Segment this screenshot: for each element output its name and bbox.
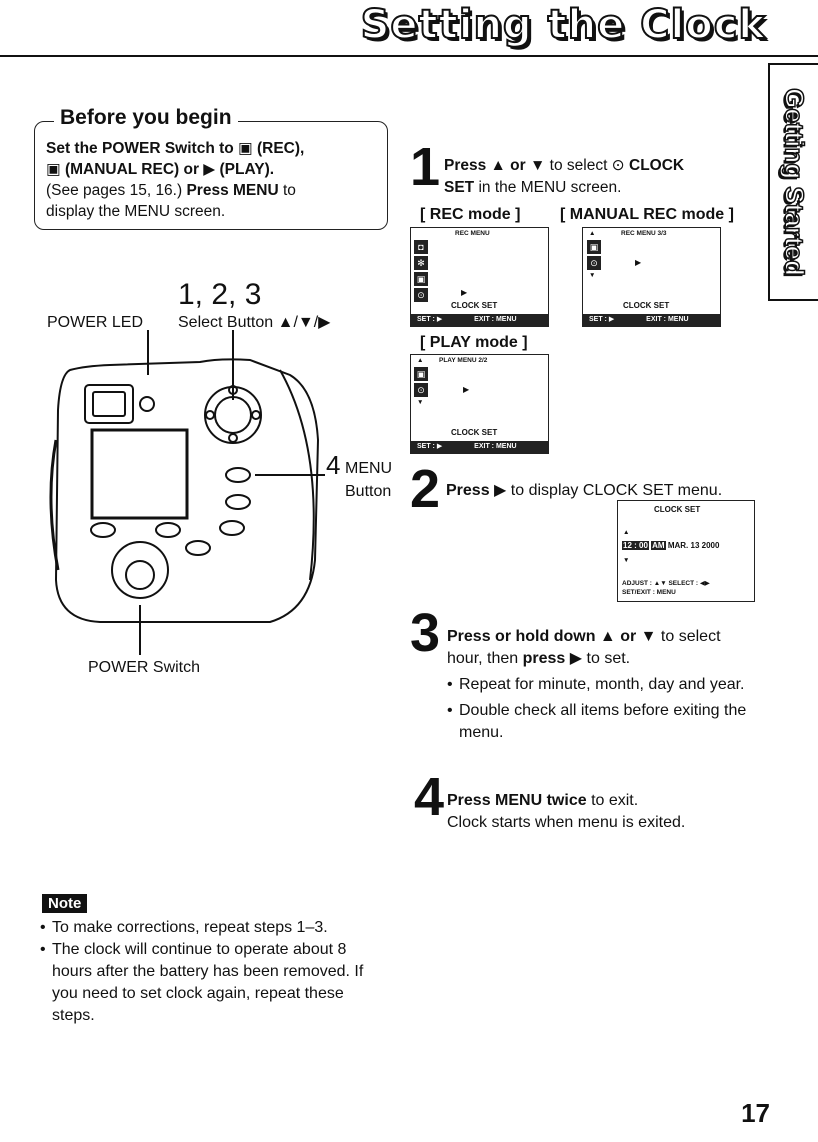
step-2-text: Press ▶ to display CLOCK SET menu. (446, 482, 723, 499)
step-4-number: 4 (414, 767, 445, 827)
manual-menu-footer: SET : ▶ EXIT : MENU (583, 314, 720, 326)
page-number: 17 (741, 1098, 770, 1128)
manual-menu-title: REC MENU 3/3 (621, 230, 667, 237)
step-1-number: 1 (410, 137, 441, 197)
menu-step-number: 4 (326, 450, 341, 480)
down-arrow-icon: ▼ (623, 557, 630, 564)
before-you-begin-heading: Before you begin (54, 106, 238, 130)
rec-mode-screen: REC MENU ◘ ✻ ▣ ⊙ ▶ CLOCK SET SET : ▶ EXI… (410, 227, 549, 327)
size-icon: ▣ (587, 240, 601, 254)
step-3-number: 3 (410, 603, 441, 663)
cursor-icon: ▶ (461, 288, 468, 297)
step-4-text: Press MENU twice to exit. Clock starts w… (447, 792, 686, 831)
brightness-icon: ✻ (414, 256, 428, 270)
note-bullet: To make corrections, repeat steps 1–3. (40, 917, 385, 939)
up-arrow-icon: ▲ (417, 357, 424, 364)
note-text: To make corrections, repeat steps 1–3. T… (40, 917, 385, 1027)
play-mode-screen: ▲ PLAY MENU 2/2 ▣ ⊙ ▼ ▶ CLOCK SET SET : … (410, 354, 549, 454)
up-arrow-icon: ▲ (623, 529, 630, 536)
adjust-hint: ADJUST : ▲▼ SELECT : ◀▶ (622, 580, 710, 587)
header-rule (0, 55, 818, 57)
play-menu-title: PLAY MENU 2/2 (439, 357, 488, 364)
down-arrow-icon: ▼ (417, 399, 424, 406)
select-button-label: Select Button ▲/▼/▶ (178, 314, 331, 331)
manual-rec-mode-screen: REC MENU 3/3 ▲ ▣ ⊙ ▼ ▶ CLOCK SET SET : ▶… (582, 227, 721, 327)
before-line-4: display the MENU screen. (46, 203, 226, 220)
clock-icon: ⊙ (414, 383, 428, 397)
menu-label: MENU (345, 460, 393, 477)
section-tab-label: Getting Started (779, 87, 811, 276)
steps-callout: 1, 2, 3 (178, 278, 262, 311)
step-3-bullet: Repeat for minute, month, day and year. (447, 674, 777, 696)
power-led-label: POWER LED (47, 314, 144, 331)
before-you-begin-text: Set the POWER Switch to ▣ (REC), ▣ (MANU… (46, 138, 382, 222)
setexit-hint: SET/EXIT : MENU (622, 589, 676, 596)
clock-icon: ⊙ (414, 288, 428, 302)
protect-icon: ▣ (414, 367, 428, 381)
step-3-bullet: Double check all items before exiting th… (447, 700, 777, 744)
step-1-text: Press ▲ or ▼ to select ⊙ CLOCK SET in th… (444, 157, 685, 196)
button-label: Button (345, 483, 392, 500)
note-label: Note (42, 894, 88, 913)
camera-icon: ◘ (414, 240, 428, 254)
cursor-icon: ▶ (463, 385, 470, 394)
note-bullet: The clock will continue to operate about… (40, 939, 385, 1027)
before-line-3: (See pages 15, 16.) Press MENU to (46, 182, 296, 199)
play-menu-footer: SET : ▶ EXIT : MENU (411, 441, 548, 453)
down-arrow-icon: ▼ (589, 272, 596, 279)
rec-mode-label: [ REC mode ] (420, 206, 521, 223)
clock-set-item: CLOCK SET (451, 301, 498, 310)
step-3-text: Press or hold down ▲ or ▼ to select hour… (447, 626, 777, 744)
clock-set-title: CLOCK SET (654, 505, 701, 514)
manual-rec-mode-label: [ MANUAL REC mode ] (560, 206, 734, 223)
before-line-2: ▣ (MANUAL REC) or ▶ (PLAY). (46, 161, 275, 178)
step-2-number: 2 (410, 459, 441, 519)
rec-menu-footer: SET : ▶ EXIT : MENU (411, 314, 548, 326)
power-switch-label: POWER Switch (88, 659, 201, 676)
clock-set-screen: CLOCK SET ▲ 12 : 00 AM MAR. 13 2000 ▼ AD… (617, 500, 755, 602)
clock-set-item: CLOCK SET (451, 428, 498, 437)
clock-time: 12 : 00 AM MAR. 13 2000 (622, 541, 720, 550)
section-tab: Getting Started (768, 63, 818, 301)
clock-set-item: CLOCK SET (623, 301, 670, 310)
before-line-1: Set the POWER Switch to ▣ (REC), (46, 140, 305, 157)
play-mode-label: [ PLAY mode ] (420, 334, 528, 351)
up-arrow-icon: ▲ (589, 230, 596, 237)
size-icon: ▣ (414, 272, 428, 286)
cursor-icon: ▶ (635, 258, 642, 267)
rec-menu-title: REC MENU (455, 230, 490, 237)
camera-illustration (49, 330, 325, 655)
page-title: Setting the Clock (360, 1, 766, 49)
clock-icon: ⊙ (587, 256, 601, 270)
